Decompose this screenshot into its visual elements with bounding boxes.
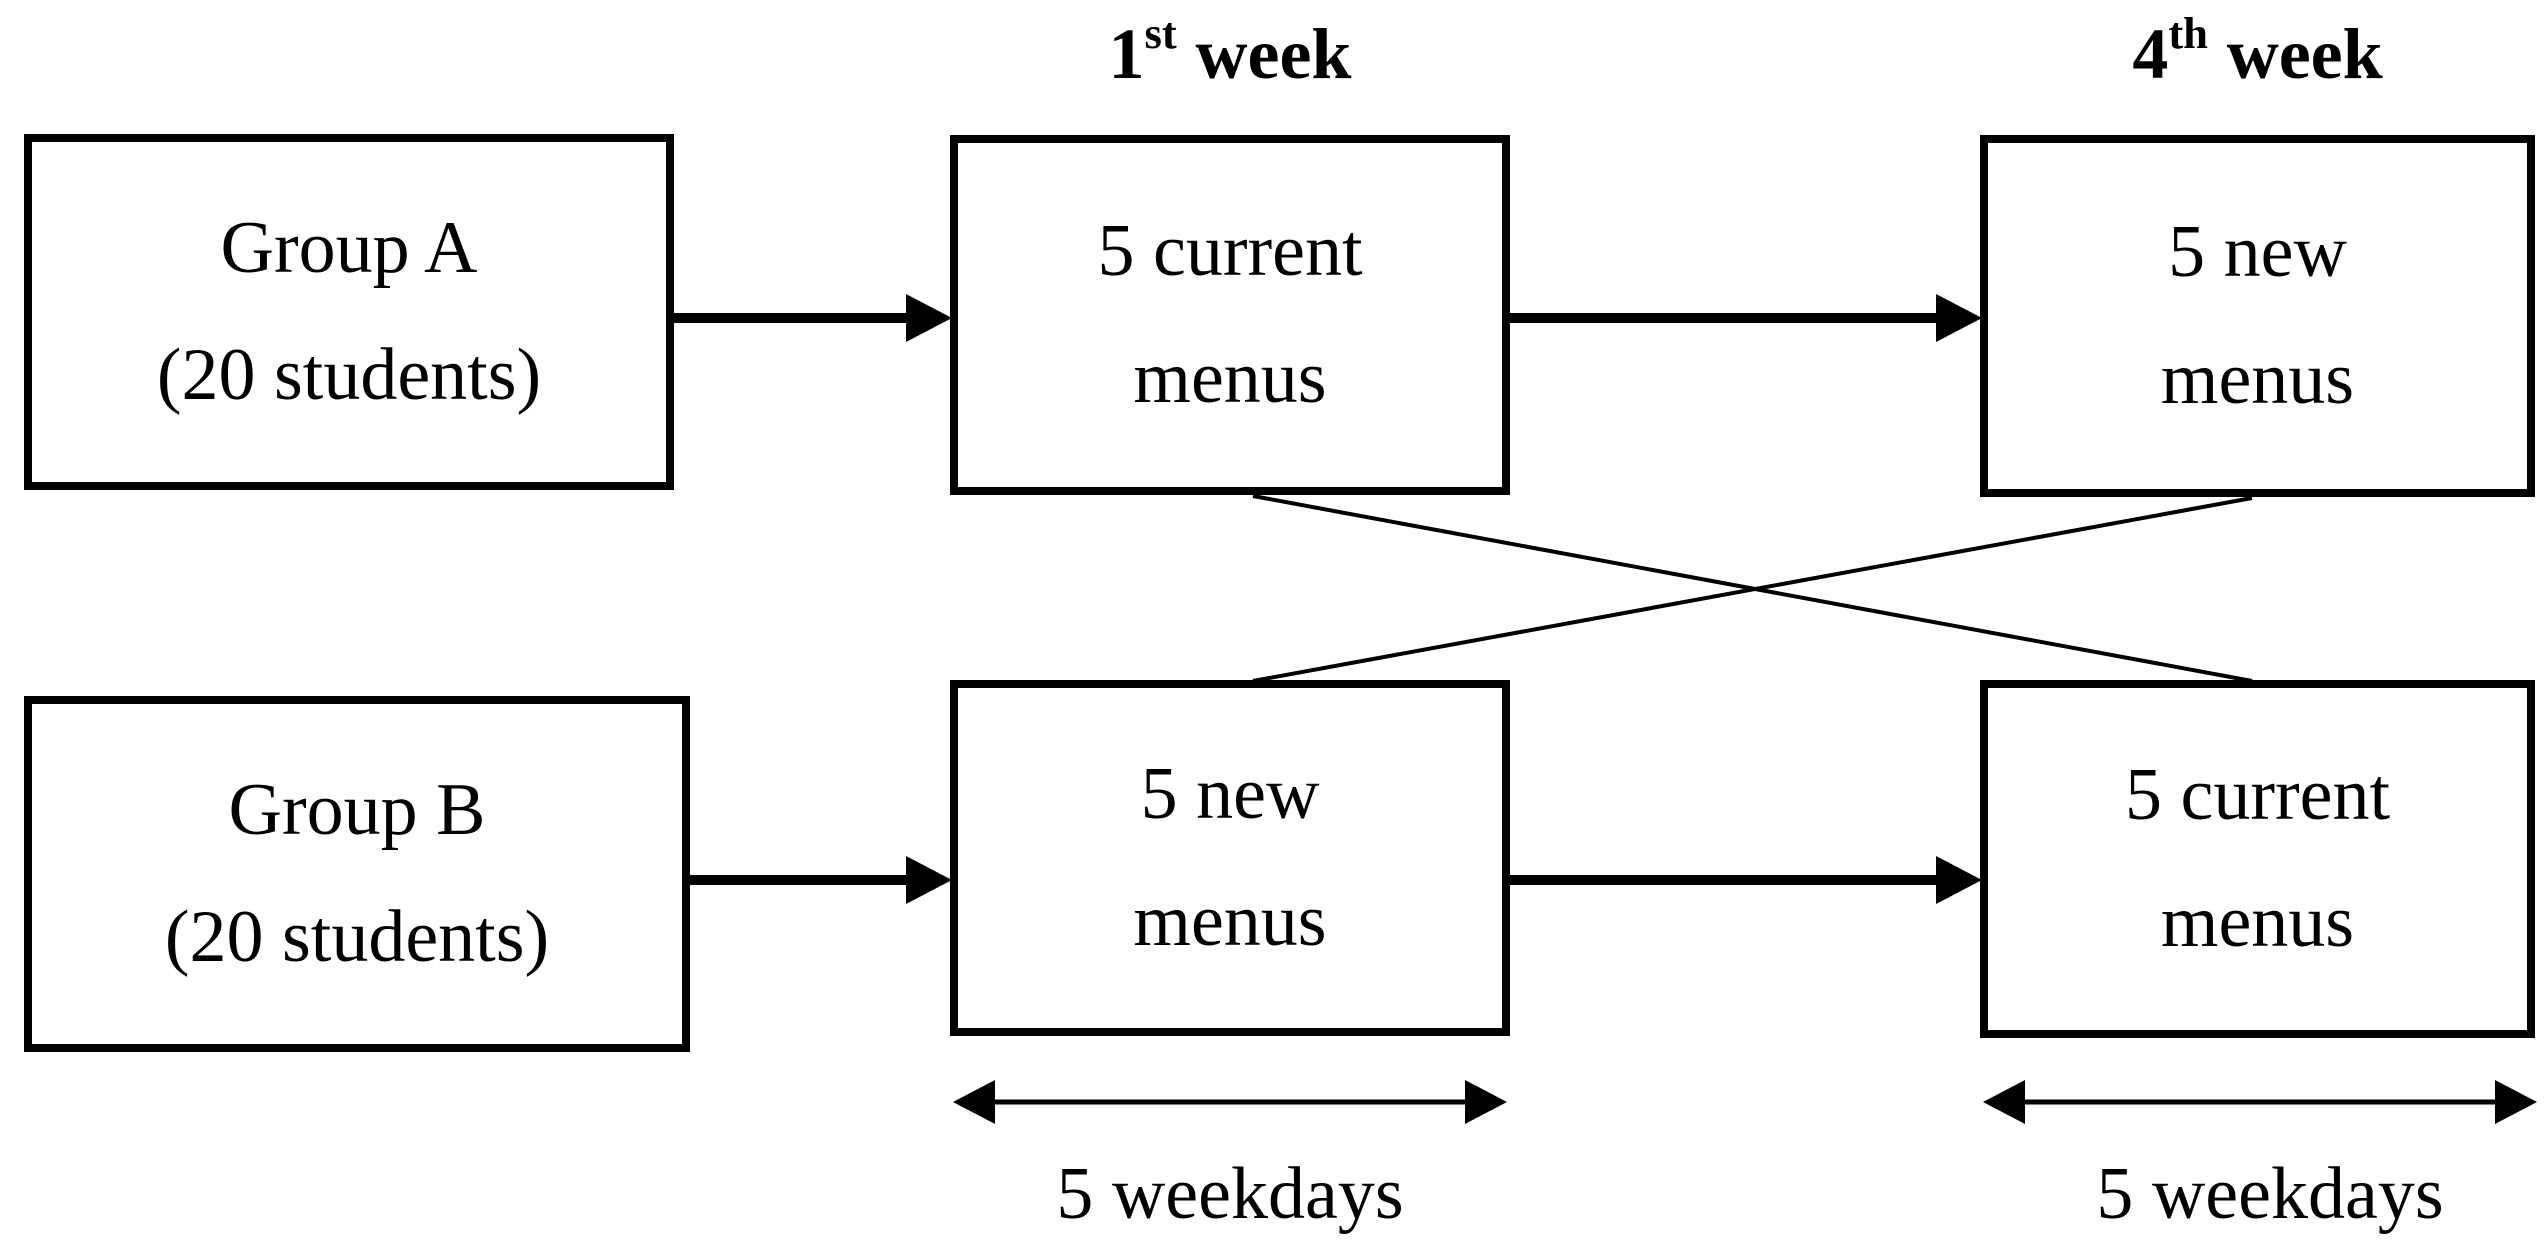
week4-header-word: week [2226, 14, 2383, 94]
arrowhead-right-icon [906, 856, 952, 904]
duration-label-week4: 5 weekdays [2096, 1153, 2444, 1235]
arrowhead-right-icon [906, 294, 952, 342]
arrow-shaft [674, 313, 912, 323]
box-week4-new-menus: 5 new menus [1980, 135, 2535, 497]
arrowhead-right-icon [1936, 294, 1982, 342]
box-week4-top-line1: 5 new [2168, 210, 2347, 293]
arrowhead-left-icon [1983, 1080, 2025, 1124]
box-group-b-line2: (20 students) [164, 896, 550, 978]
box-week4-current-menus: 5 current menus [1980, 680, 2535, 1038]
box-group-a-line2: (20 students) [156, 334, 542, 416]
arrow-shaft [1510, 313, 1942, 323]
box-group-a: Group A (20 students) [24, 134, 674, 490]
crossover-line-top-left-to-bottom-right [1252, 494, 2253, 683]
arrowhead-left-icon [953, 1080, 995, 1124]
box-week1-top-line2: menus [1133, 337, 1327, 419]
duration-arrow-week1 [953, 1080, 1507, 1124]
arrow-week1-to-week4-top [1510, 294, 1982, 342]
week1-header-number: 1 [1108, 14, 1145, 94]
arrow-shaft [2019, 1099, 2501, 1105]
week4-header-number: 4 [2132, 14, 2169, 94]
arrowhead-right-icon [2495, 1080, 2537, 1124]
box-week4-bottom-line1: 5 current [2124, 753, 2391, 836]
duration-arrow-week4 [1983, 1080, 2537, 1124]
box-week1-current-menus: 5 current menus [950, 135, 1510, 495]
duration-label-week1: 5 weekdays [1056, 1153, 1404, 1235]
arrow-shaft [989, 1099, 1471, 1105]
arrow-week1-to-week4-bottom [1510, 856, 1982, 904]
arrowhead-right-icon [1465, 1080, 1507, 1124]
crossover-line-top-right-to-bottom-left [1252, 496, 2253, 683]
arrow-shaft [690, 875, 912, 885]
box-week4-bottom-line2: menus [2160, 881, 2355, 963]
box-group-b: Group B (20 students) [24, 696, 690, 1052]
arrowhead-right-icon [1936, 856, 1982, 904]
week4-header-ordinal: th [2168, 7, 2208, 58]
box-group-b-line1: Group B [228, 768, 486, 851]
week1-header-ordinal: st [1144, 7, 1177, 58]
week1-header-word: week [1195, 14, 1352, 94]
box-week1-bottom-line1: 5 new [1140, 752, 1320, 835]
box-week1-new-menus: 5 new menus [950, 680, 1510, 1036]
arrow-group-b-to-week1 [690, 856, 952, 904]
arrow-shaft [1510, 875, 1942, 885]
box-week1-top-line1: 5 current [1097, 209, 1363, 292]
arrow-group-a-to-week1 [674, 294, 952, 342]
box-group-a-line1: Group A [220, 206, 478, 289]
box-week4-top-line2: menus [2160, 338, 2355, 420]
box-week1-bottom-line2: menus [1133, 880, 1327, 962]
